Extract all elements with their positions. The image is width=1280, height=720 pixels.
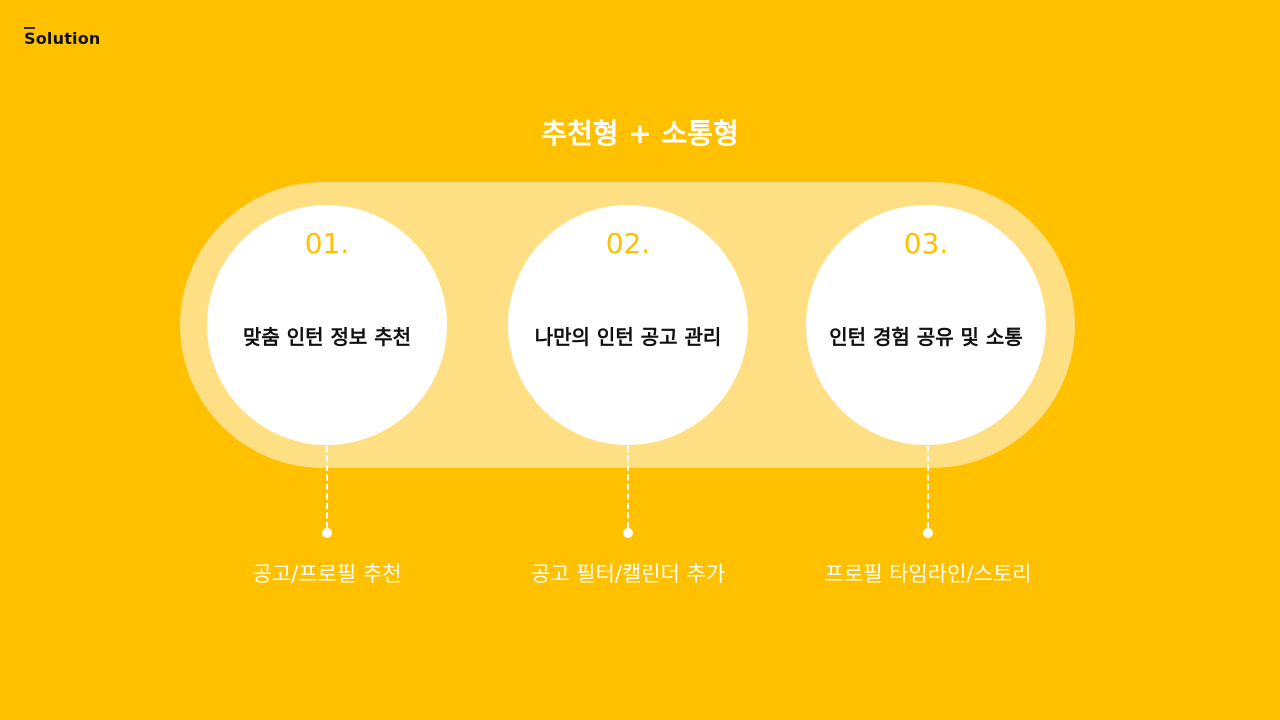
dashed-connector-1 — [326, 446, 328, 528]
feature-caption-2: 공고 필터/캘린더 추가 — [530, 562, 726, 586]
feature-caption-3: 프로필 타임라인/스토리 — [824, 562, 1032, 586]
feature-circle-3: 03. 인턴 경험 공유 및 소통 — [806, 205, 1046, 445]
feature-number-3: 03. — [903, 227, 949, 260]
feature-number-2: 02. — [605, 227, 651, 260]
feature-circle-2: 02. 나만의 인턴 공고 관리 — [508, 205, 748, 445]
connector-dot-1 — [322, 528, 332, 538]
feature-circle-1: 01. 맞춤 인턴 정보 추천 — [207, 205, 447, 445]
section-label: Solution — [24, 29, 101, 48]
feature-title-3: 인턴 경험 공유 및 소통 — [829, 325, 1023, 349]
corner-accent-mark — [24, 27, 35, 29]
feature-title-2: 나만의 인턴 공고 관리 — [534, 325, 722, 349]
page-title: 추천형 + 소통형 — [541, 117, 739, 150]
feature-number-1: 01. — [304, 227, 350, 260]
feature-caption-1: 공고/프로필 추천 — [252, 562, 402, 586]
connector-dot-3 — [923, 528, 933, 538]
feature-title-1: 맞춤 인턴 정보 추천 — [242, 325, 412, 349]
dashed-connector-3 — [927, 446, 929, 528]
dashed-connector-2 — [627, 446, 629, 528]
connector-dot-2 — [623, 528, 633, 538]
